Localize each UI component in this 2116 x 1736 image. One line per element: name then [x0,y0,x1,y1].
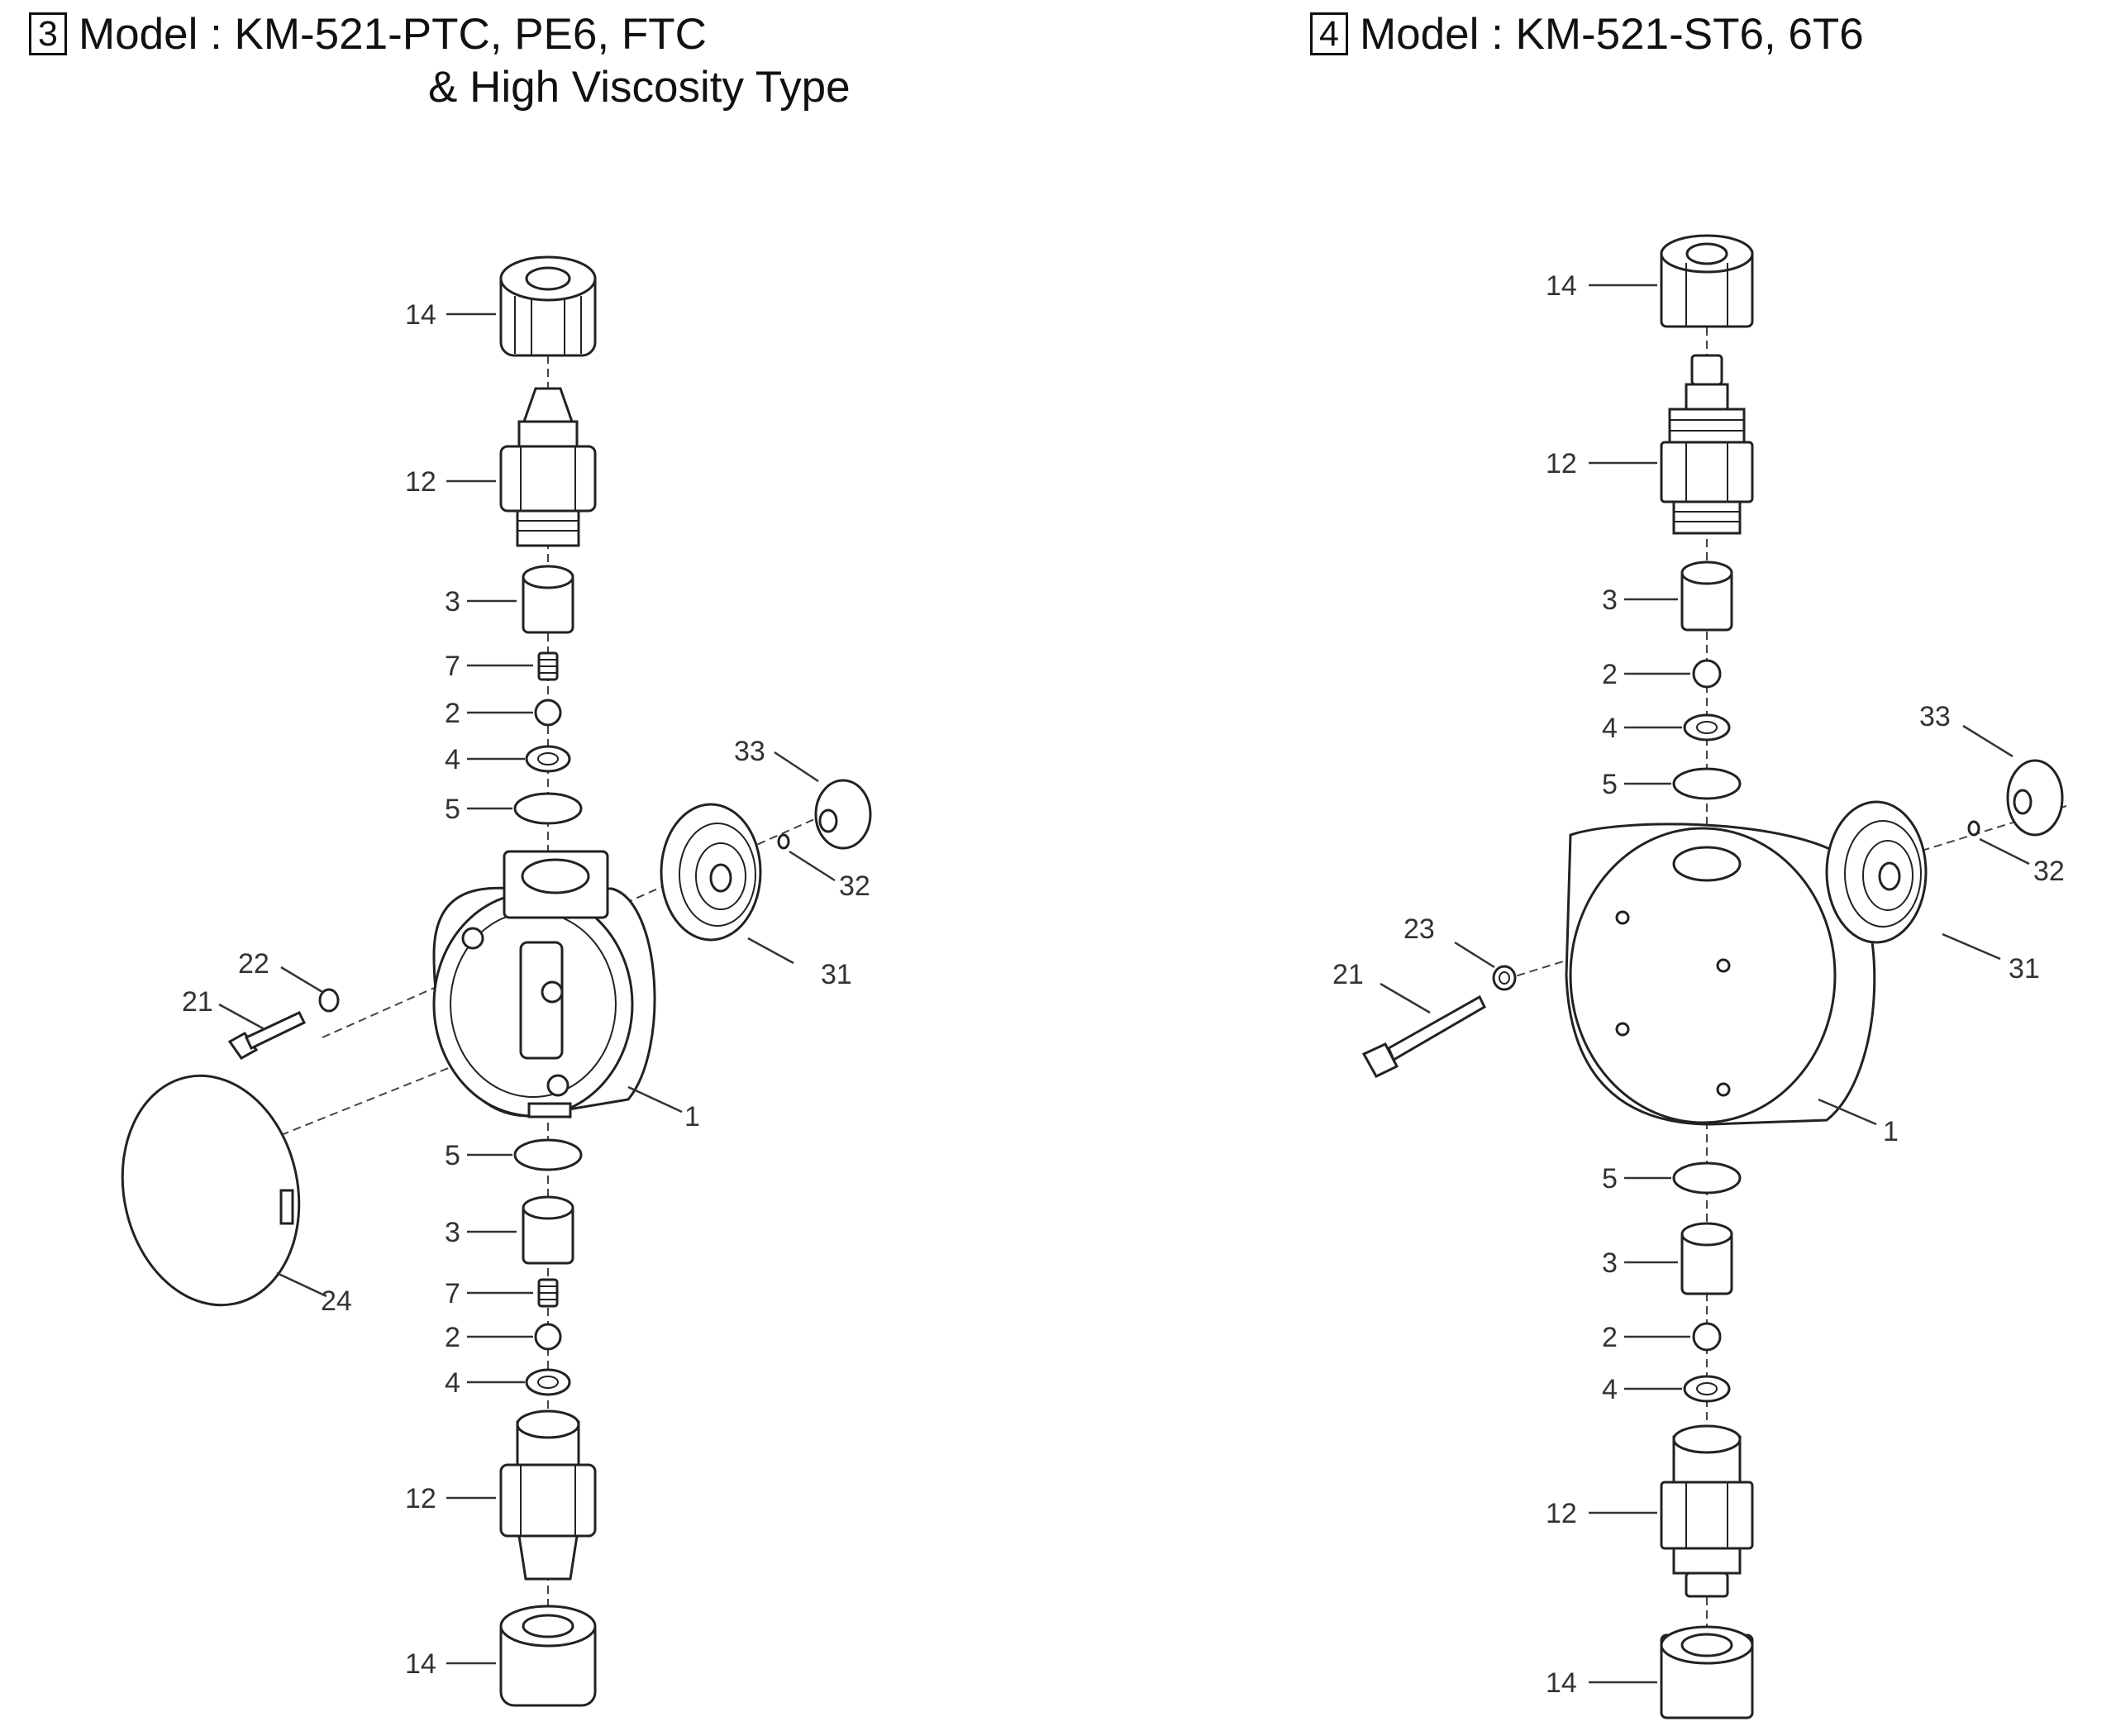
left-diagram-title: Model : KM-521-PTC, PE6, FTC [79,10,707,59]
left-part-4-lower-seat-icon [525,1368,571,1396]
left-callout-4: 4 [445,744,460,775]
right-callout-5: 5 [1602,769,1618,800]
right-callout-2-lower: 2 [1602,1322,1618,1353]
right-diagram-number: 4 [1310,12,1348,55]
left-part-3-lower-cartridge-icon [522,1195,574,1265]
left-callout-21: 21 [182,986,213,1018]
left-callout-2-lower: 2 [445,1322,460,1353]
left-part-31-diaphragm-icon [660,803,762,942]
right-callout-3: 3 [1602,584,1618,616]
left-cover-axis [255,1061,464,1146]
right-part-1-pump-head-icon [1565,823,1876,1126]
left-callout-3-lower: 3 [445,1217,460,1248]
left-callout-7: 7 [445,651,460,682]
left-callout-12: 12 [405,466,436,498]
left-part-21-bolt-icon [227,1011,307,1060]
right-part-3-cartridge-icon [1680,560,1733,632]
right-callout-2: 2 [1602,659,1618,690]
left-callout-32: 32 [839,870,870,902]
right-diagram-title: Model : KM-521-ST6, 6T6 [1360,10,1864,59]
left-exploded-view: 14 12 3 7 2 4 5 33 32 31 22 21 1 24 5 3 … [121,255,872,1707]
right-callout-14-lower: 14 [1546,1667,1577,1699]
right-part-12-top-fitting-icon [1660,354,1754,535]
left-part-4-seat-icon [525,745,571,773]
left-part-22-washer-icon [318,988,340,1013]
right-part-32-washer-icon [1967,820,1980,837]
left-part-3-cartridge-icon [522,565,574,634]
left-diagram-title-line2: & High Viscosity Type [428,62,851,112]
right-callout-12-lower: 12 [1546,1498,1577,1529]
right-part-23-washer-icon [1492,965,1517,991]
left-callout-4-lower: 4 [445,1367,460,1399]
right-part-33-disk-icon [2006,759,2064,837]
right-callout-4: 4 [1602,713,1618,744]
right-part-2-lower-ball-icon [1692,1322,1722,1352]
right-callout-21: 21 [1332,959,1364,990]
right-part-12-bottom-fitting-icon [1660,1424,1754,1598]
left-part-1-pump-head-icon [432,850,656,1118]
right-callout-31: 31 [2009,953,2040,985]
right-part-31-diaphragm-icon [1825,800,1928,944]
left-part-14-top-cap-icon [499,255,597,357]
right-part-4-seat-icon [1683,713,1731,742]
right-callout-3-lower: 3 [1602,1247,1618,1279]
right-exploded-view: 14 12 3 2 4 5 33 32 31 23 21 1 5 3 2 4 1… [1332,234,2067,1719]
right-callout-5-lower: 5 [1602,1163,1618,1195]
left-part-5-lower-oring-icon [513,1138,583,1171]
right-part-5-lower-oring-icon [1672,1161,1742,1195]
right-part-14-top-nut-icon [1660,234,1754,328]
left-part-12-top-fitting-icon [499,387,597,547]
left-callout-14-lower: 14 [405,1648,436,1680]
left-part-2-lower-ball-icon [534,1323,562,1351]
left-part-32-washer-icon [777,833,790,850]
left-callout-7-lower: 7 [445,1278,460,1309]
left-callout-22: 22 [238,948,269,980]
right-part-21-bolt-icon [1361,994,1486,1078]
left-part-5-oring-icon [513,792,583,825]
left-part-14-bottom-cap-icon [499,1605,597,1707]
left-callout-12-lower: 12 [405,1483,436,1514]
left-callout-14: 14 [405,299,436,331]
left-callout-24: 24 [321,1285,352,1317]
left-callout-5-lower: 5 [445,1140,460,1171]
right-callout-14: 14 [1546,270,1577,302]
left-diagram-number: 3 [29,12,67,55]
right-callout-4-lower: 4 [1602,1374,1618,1405]
right-diagram-header: 4 Model : KM-521-ST6, 6T6 [1310,8,1864,61]
left-callout-31: 31 [821,959,852,990]
right-callout-1: 1 [1883,1116,1899,1147]
right-part-14-bottom-nut-icon [1660,1625,1754,1719]
left-callout-2: 2 [445,698,460,729]
left-callout-3: 3 [445,586,460,618]
right-part-2-ball-icon [1692,659,1722,689]
left-part-12-bottom-fitting-icon [499,1409,597,1581]
left-callout-1: 1 [684,1101,700,1133]
right-callout-33: 33 [1919,701,1951,732]
right-part-4-lower-seat-icon [1683,1375,1731,1403]
left-callout-5: 5 [445,794,460,825]
left-callout-33: 33 [734,736,765,767]
right-part-3-lower-cartridge-icon [1680,1222,1733,1295]
right-part-5-oring-icon [1672,767,1742,800]
left-diagram-header: 3 Model : KM-521-PTC, PE6, FTC & High Vis… [29,8,851,113]
left-part-24-cover-icon [121,1074,301,1307]
right-callout-12: 12 [1546,448,1577,479]
left-part-7-spring-icon [537,651,559,681]
right-callout-23: 23 [1404,913,1435,945]
right-callout-32: 32 [2033,856,2065,887]
left-part-7-lower-spring-icon [537,1278,559,1308]
left-part-2-ball-icon [534,699,562,727]
left-part-33-disk-icon [814,779,872,850]
